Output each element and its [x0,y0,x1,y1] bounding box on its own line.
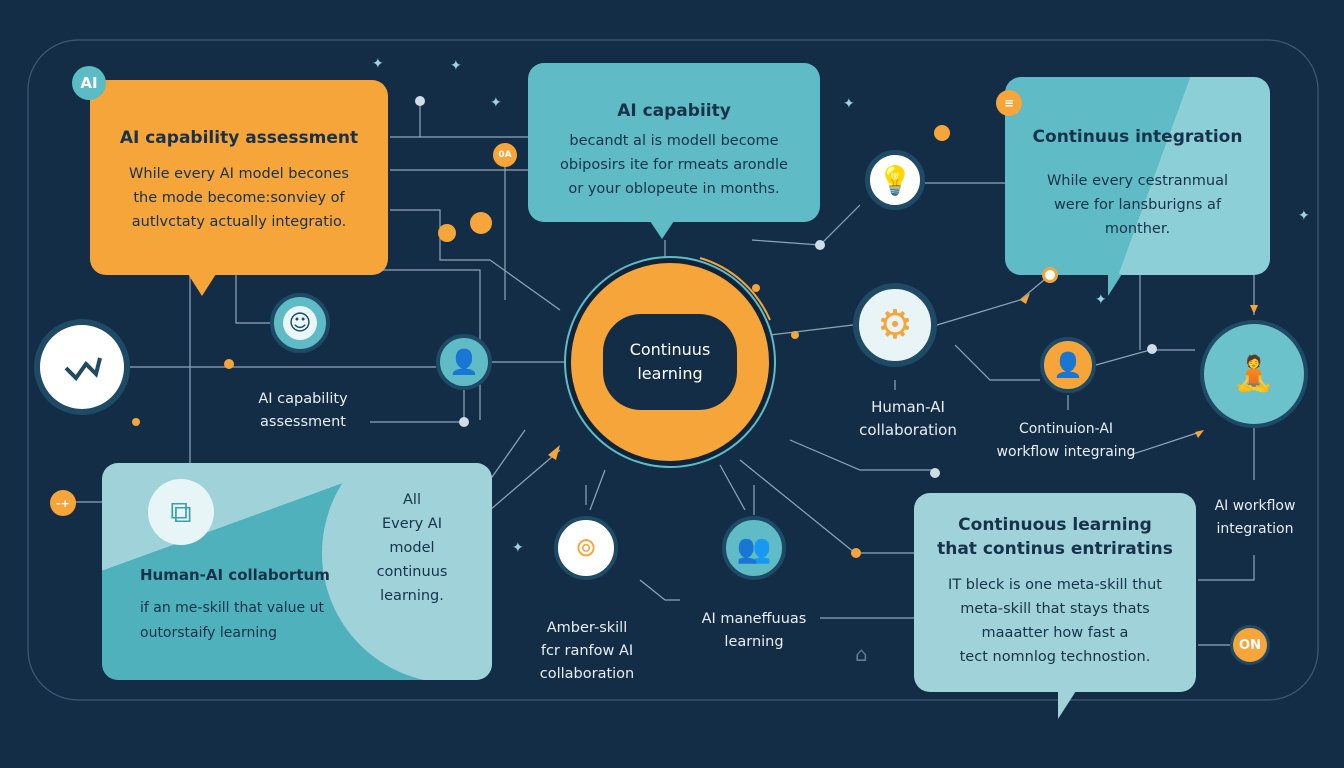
check-icon [64,357,102,382]
people-icon[interactable]: 👥 [722,516,786,580]
dot-text: ON [1239,637,1261,653]
right-info-card: Continuus integration While every cestra… [1005,77,1270,275]
home-icon: ⌂ [855,642,868,666]
node-dot [438,224,456,242]
label-capability: AI capability assessment [258,388,347,434]
label-line: collaboration [539,666,635,682]
menu-icon[interactable]: ≡ [996,90,1022,116]
card-text: continuus [376,564,448,580]
card-text: monther. [1104,221,1171,237]
card-pointer [188,274,216,296]
card-text: if an me-skill that value ut [140,600,324,616]
meditation-icon[interactable]: 🧘 [1200,320,1308,428]
badge-text: AI [80,74,98,92]
star-icon: ✦ [843,96,855,112]
top-info-card: AI capabiity becandt al is modell become… [528,63,820,222]
label-line: workflow integraing [996,444,1136,460]
check-node[interactable] [34,319,130,415]
bottom-right-info-card: Continuous learning that continus entrir… [914,493,1196,692]
card-text: were for lansburigns af [1053,197,1222,213]
ai-badge: AI [72,66,106,100]
card-title: AI capability assessment [119,128,359,148]
center-text: learning [637,364,703,383]
label-line: integration [1216,521,1294,537]
label-line: learning [724,634,784,650]
label-line: Continuion-AI [1018,421,1114,437]
node-dot [470,212,492,234]
card-text: Every AI [381,516,442,532]
smiley-node[interactable]: ☺ [270,293,330,353]
lightbulb-icon[interactable]: 💡 [865,150,925,210]
star-icon: ✦ [372,56,384,72]
card-text: learning. [380,588,444,604]
label-line: Amber-skill [546,620,628,636]
card-text: While every cestranmual [1046,173,1229,189]
label-line: AI maneffuuas [701,611,807,627]
smiley-icon: ☺ [283,306,317,340]
label-continuion: Continuion-AI workflow integraing [997,418,1136,464]
card-text: outorstaify learning [140,625,278,641]
label-line: fcr ranfow AI [540,643,634,659]
card-text: becandt al is modell become [569,133,779,149]
label-line: Human-AI [871,398,945,416]
central-label: Continuus learning [603,314,737,410]
plus-dot[interactable]: -+ [50,490,76,516]
node-dot [934,125,950,141]
center-text: Continuus [629,340,711,359]
card-text: the mode become:sonviey of [133,190,345,206]
card-text: autlvctaty actually integratio. [131,214,347,230]
label-line: collaboration [859,421,957,439]
card-title: AI capabiity [617,101,731,121]
card-text: meta-skill that stays thats [960,601,1150,617]
card-title: Continuous learning [958,515,1152,535]
card-pointer [1058,691,1076,719]
label-line: AI workflow [1214,498,1296,514]
card-title: that continus entriratins [937,539,1173,559]
card-text: model [389,540,435,556]
label-human-ai: Human-AI collaboration [859,396,957,442]
orange-info-card: AI capability assessment While every AI … [90,80,388,275]
star-icon: ✦ [450,58,462,74]
label-maneffuuas: AI maneffuuas learning [702,608,807,654]
central-node[interactable]: Continuus learning [566,258,774,466]
amber-icon[interactable]: ⊚ [554,516,618,580]
person-icon[interactable]: 👤 [436,334,492,390]
card-title: Human-AI collabortum [140,566,330,584]
on-button[interactable]: ON [1230,625,1270,665]
star-icon: ✦ [1095,292,1107,308]
gear-icon[interactable]: ⚙ [853,283,937,367]
card-text: tect nomnlog technostion. [959,649,1151,665]
card-text: obiposirs ite for rmeats arondle [560,157,788,173]
card-text: or your oblopeute in months. [568,181,780,197]
bottom-left-info-card: ⧉ Human-AI collabortum if an me-skill th… [102,463,492,680]
star-icon: ✦ [512,540,524,556]
card-pointer [1108,274,1122,296]
label-line: AI capability [258,391,348,407]
link-icon: ⧉ [148,479,214,545]
card-title: Continuus integration [1032,127,1243,147]
oa-dot[interactable]: 0A [493,143,517,167]
star-icon: ✦ [490,95,502,111]
user-icon[interactable]: 👤 [1040,337,1096,393]
card-pointer [650,221,674,239]
card-text: While every AI model becones [129,166,349,182]
label-amber: Amber-skill fcr ranfow AI collaboration [540,617,634,686]
label-workflow: AI workflow integration [1215,495,1296,541]
label-line: assessment [260,414,346,430]
star-icon: ✦ [1298,208,1310,224]
node-dot [1042,267,1058,283]
dot-text: -+ [56,496,70,510]
card-text: All [403,492,421,508]
card-text: IT bleck is one meta-skill thut [948,577,1162,593]
card-text: maaatter how fast a [981,625,1129,641]
dot-text: 0A [498,150,512,160]
